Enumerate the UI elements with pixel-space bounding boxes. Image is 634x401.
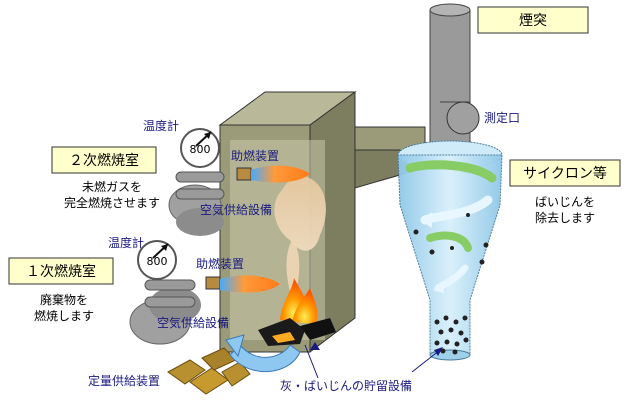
leader-lines (304, 342, 443, 379)
collected-dust (434, 315, 469, 355)
cyclone-desc-line1: ばいじんを (535, 195, 595, 209)
lower-burner (205, 275, 280, 293)
cyclone-label: サイクロン等 (523, 165, 607, 182)
cyclone-desc-line2: 除去します (535, 210, 595, 225)
primary-chamber-label: １次燃焼室 (26, 263, 96, 280)
air-supply-lower-label: 空気供給設備 (157, 315, 229, 330)
lower-gauge (137, 240, 177, 280)
air-supply-upper-label: 空気供給設備 (200, 202, 272, 217)
thermometer-lower-label: 温度計 (108, 235, 144, 250)
cyclone-label-box: サイクロン等 (509, 159, 621, 187)
connecting-duct (354, 126, 426, 189)
chimney (429, 3, 471, 170)
measurement-port (440, 101, 480, 135)
upper-gauge-value: 800 (190, 143, 211, 156)
ash-storage-label: 灰・ばいじんの貯留設備 (280, 378, 412, 393)
feed-arrow (225, 334, 301, 372)
primary-chamber-label-box: １次燃焼室 (8, 257, 114, 285)
secondary-chamber-label-box: ２次燃焼室 (51, 146, 157, 174)
secondary-desc-line2: 完全燃焼させます (64, 195, 160, 210)
primary-desc-line1: 廃棄物を (40, 292, 88, 307)
burner-upper-label: 助燃装置 (231, 148, 279, 163)
secondary-desc-line1: 未燃ガスを (82, 179, 142, 194)
cyclone (397, 140, 503, 361)
lower-gauge-value: 800 (147, 255, 168, 268)
furnace (218, 91, 357, 354)
thermometer-upper-label: 温度計 (143, 118, 179, 133)
feeder-label: 定量供給装置 (88, 373, 160, 388)
secondary-chamber-label: ２次燃焼室 (69, 152, 139, 169)
burner-lower-label: 助燃装置 (196, 256, 244, 271)
upper-gauge (180, 128, 220, 168)
air-supply-upper (168, 171, 225, 236)
chimney-label: 煙突 (519, 13, 547, 29)
chimney-label-box: 煙突 (477, 6, 589, 34)
primary-desc-line2: 燃焼します (34, 308, 94, 323)
measurement-port-label: 測定口 (484, 110, 520, 125)
upper-burner (236, 165, 310, 183)
air-supply-lower (129, 279, 201, 345)
feeder-blocks (167, 347, 251, 395)
